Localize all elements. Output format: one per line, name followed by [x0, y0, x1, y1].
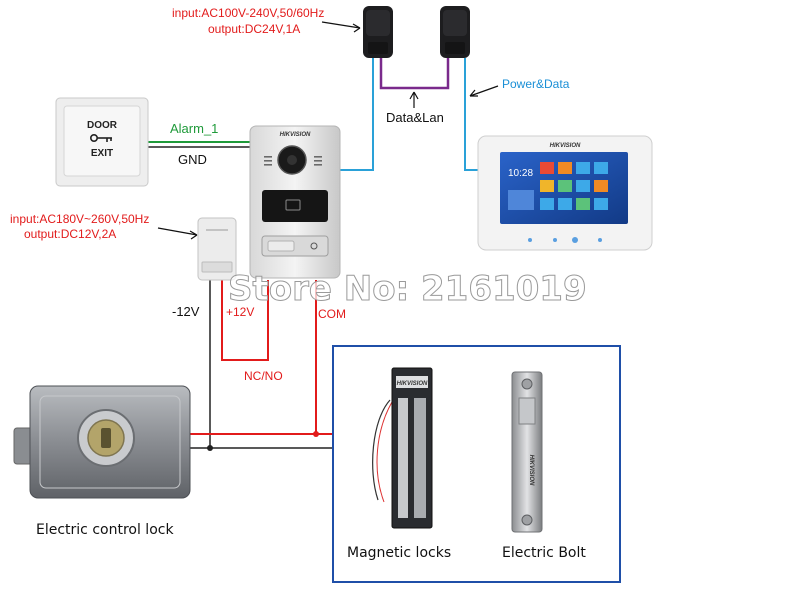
monitor-brand: HIKVISION [550, 143, 581, 149]
wire-label-minus12: -12V [172, 304, 200, 319]
electric-bolt-brand: HIKVISION [528, 455, 534, 486]
adapter-spec-output: output:DC24V,1A [208, 22, 300, 36]
small-adapter-spec-output: output:DC12V,2A [24, 227, 116, 241]
wire-label-power-data: Power&Data [502, 77, 570, 91]
small-adapter-spec-input: input:AC180V~260V,50Hz [10, 212, 149, 226]
power-adapter-2 [440, 6, 470, 58]
indoor-monitor: HIKVISION 10:28 [477, 135, 653, 251]
power-adapter-1 [363, 6, 393, 58]
red-wire-plus12 [221, 280, 269, 361]
lock-options-box [332, 345, 621, 583]
caption-electric-bolt: Electric Bolt [502, 545, 586, 561]
arrow-power-data [469, 85, 499, 97]
caption-magnetic-locks: Magnetic locks [347, 545, 451, 561]
wire-label-alarm: Alarm_1 [170, 121, 218, 136]
blue-wire-adapter1 [339, 58, 374, 171]
bell-icon [310, 242, 318, 250]
app-tiles [508, 162, 608, 210]
card-icon [285, 199, 301, 211]
electric-control-lock [13, 385, 191, 499]
exit-button-line2: EXIT [91, 148, 113, 159]
key-icon [90, 134, 112, 143]
wire-label-plus12: +12V [226, 305, 254, 319]
arrow-data-lan [409, 91, 419, 108]
magnetic-lock: HIKVISION [372, 367, 433, 529]
junction-dot [313, 431, 319, 437]
wires [148, 58, 492, 451]
door-station: HIKVISION [249, 125, 341, 279]
arrow-to-adapter [321, 21, 361, 33]
key-icon-mid [553, 238, 557, 242]
magnetic-lock-brand: HIKVISION [397, 381, 428, 387]
wire-label-nc-no: NC/NO [244, 369, 283, 383]
monitor-touch-keys [528, 237, 602, 243]
door-station-brand: HIKVISION [280, 132, 311, 138]
card-reader [262, 190, 328, 222]
electric-bolt: HIKVISION [511, 371, 543, 533]
purple-wire-data-lan [379, 58, 450, 90]
adapter-spec-input: input:AC100V-240V,50/60Hz [172, 6, 324, 20]
screw-icon [521, 378, 533, 390]
exit-button-line1: DOOR [87, 120, 118, 131]
wire-label-gnd: GND [178, 152, 207, 167]
store-watermark: Store No: 2161019 [228, 269, 587, 309]
speaker-grille [264, 156, 322, 166]
key-icon-left [528, 238, 532, 242]
junction-dot [207, 445, 213, 451]
key-icon-call [572, 237, 578, 243]
magnetic-lock-cable [372, 399, 391, 501]
power-adapter-12v [197, 217, 237, 281]
screw-icon [521, 514, 533, 526]
door-exit-button: DOOR EXIT [55, 97, 149, 187]
key-icon-right [598, 238, 602, 242]
annotation-arrows [157, 21, 499, 240]
caption-electric-lock: Electric control lock [36, 522, 174, 538]
monitor-clock: 10:28 [508, 168, 533, 179]
wire-label-com: COM [318, 307, 346, 321]
wire-label-data-lan: Data&Lan [386, 110, 444, 125]
arrow-to-small-adapter [157, 227, 198, 240]
